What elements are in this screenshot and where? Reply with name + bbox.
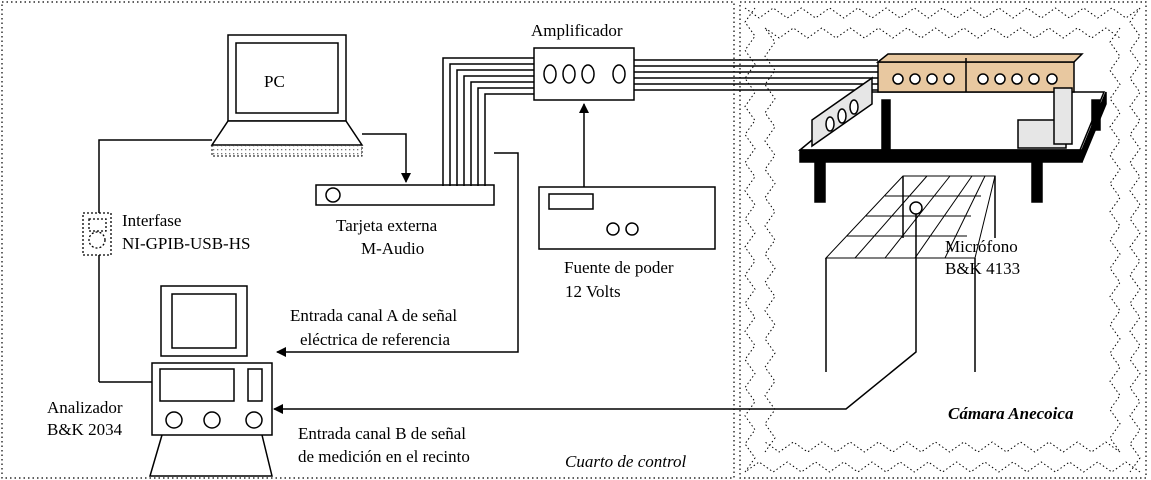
channel-a-cable bbox=[276, 152, 519, 357]
channel-b-cable bbox=[273, 214, 917, 414]
power-supply-label-line1: Fuente de poder bbox=[564, 258, 674, 277]
anechoic-chamber-wall bbox=[744, 7, 1141, 473]
microphone-label-line2: B&K 4133 bbox=[945, 259, 1021, 278]
channel-a-label-line2: eléctrica de referencia bbox=[300, 330, 451, 349]
microphone-label-line1: Micrófono bbox=[945, 237, 1018, 256]
power-supply-label-line2: 12 Volts bbox=[565, 282, 621, 301]
card-label-line2: M-Audio bbox=[361, 239, 425, 258]
amplifier bbox=[533, 47, 635, 101]
microphone bbox=[909, 201, 923, 215]
interface-label-line2: NI-GPIB-USB-HS bbox=[122, 234, 251, 253]
pc-label: PC bbox=[264, 72, 285, 91]
measurement-grid bbox=[824, 175, 996, 372]
power-supply bbox=[538, 186, 716, 250]
amp-to-speaker-cables bbox=[634, 59, 878, 91]
channel-b-label-line2: de medición en el recinto bbox=[298, 447, 470, 466]
control-room-label: Cuarto de control bbox=[565, 452, 687, 471]
analyzer bbox=[148, 285, 273, 477]
loudspeaker-array bbox=[797, 53, 1107, 203]
card-to-amp-cables bbox=[442, 57, 534, 186]
control-room-border bbox=[1, 1, 735, 479]
analyzer-label-line1: Analizador bbox=[47, 398, 123, 417]
anechoic-chamber-label: Cámara Anecoica bbox=[948, 404, 1074, 423]
channel-b-label-line1: Entrada canal B de señal bbox=[298, 424, 467, 443]
amplifier-label: Amplificador bbox=[531, 21, 623, 40]
gpib-interface bbox=[82, 139, 212, 382]
analyzer-label-line2: B&K 2034 bbox=[47, 420, 123, 439]
m-audio-card bbox=[315, 184, 495, 206]
channel-a-label-line1: Entrada canal A de señal bbox=[290, 306, 458, 325]
pc-laptop bbox=[210, 34, 364, 157]
card-label-line1: Tarjeta externa bbox=[336, 216, 438, 235]
anechoic-chamber-border bbox=[739, 1, 1147, 479]
pc-to-card-arrow bbox=[362, 133, 411, 183]
interface-label-line1: Interfase bbox=[122, 211, 182, 230]
